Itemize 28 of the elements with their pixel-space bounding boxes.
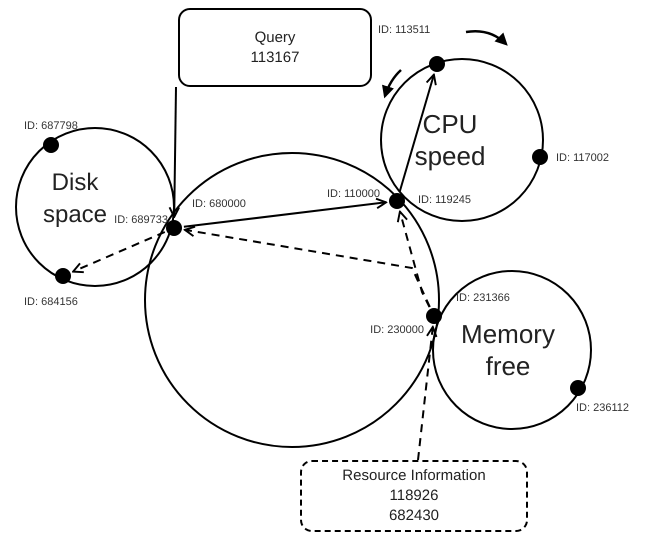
node-label: Query (254, 28, 296, 48)
id-label: ID: 236112 (576, 401, 630, 416)
dashed-arrow (417, 326, 438, 460)
arrow (398, 74, 437, 192)
arrow (168, 86, 180, 218)
rounded-box (300, 460, 528, 532)
node-label: CPU speed (414, 108, 486, 172)
id-label: ID: 110000 (326, 187, 380, 202)
dashed-arrow (396, 210, 430, 308)
node-label: 118926 (390, 486, 438, 506)
id-label: ID: 113511 (378, 23, 430, 38)
id-label: ID: 687798 (24, 119, 78, 134)
arrow (184, 198, 388, 228)
id-label: ID: 117002 (556, 151, 610, 166)
node-label: Memory free (460, 318, 556, 382)
id-label: ID: 684156 (24, 295, 78, 310)
node-label: Resource Information (342, 466, 486, 486)
rounded-box (178, 8, 372, 87)
dashed-arrow (184, 226, 431, 308)
id-label: ID: 680000 (192, 197, 246, 212)
node-label: 113167 (250, 48, 300, 68)
id-label: ID: 231366 (456, 291, 510, 306)
node-label: Disk space (42, 168, 108, 230)
id-label: ID: 230000 (370, 323, 424, 338)
node-label: 682430 (388, 506, 440, 526)
id-label: ID: 689733 (114, 213, 168, 228)
id-label: ID: 119245 (418, 193, 472, 208)
dashed-arrow (72, 231, 166, 274)
